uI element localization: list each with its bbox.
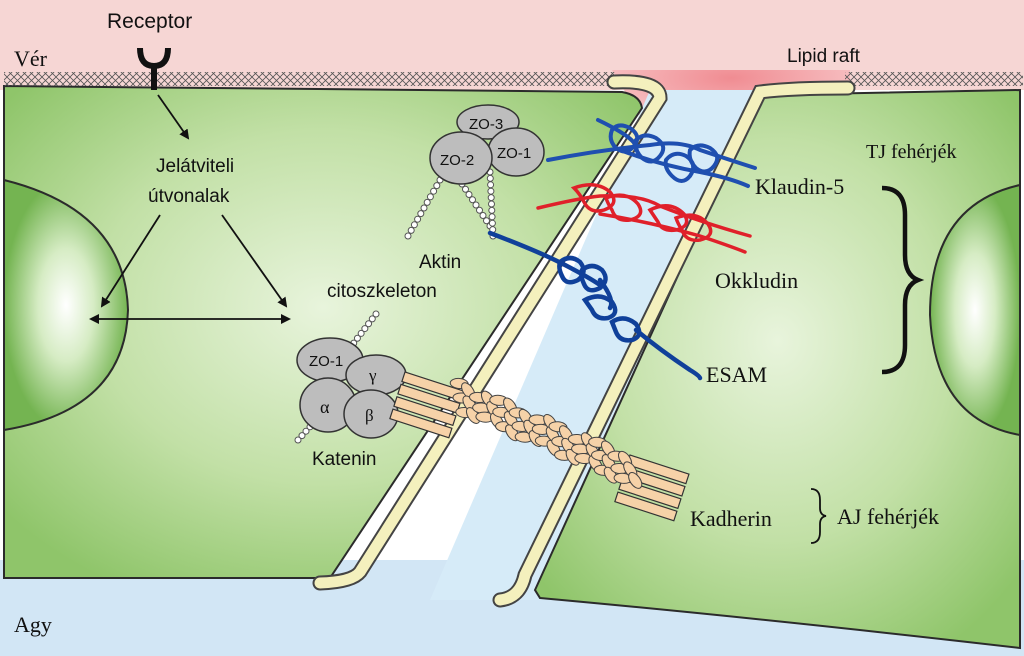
actin-bead [357, 329, 365, 337]
cadherin-domain [628, 472, 643, 489]
label-katenin: Katenin [312, 449, 376, 470]
actin-bead [372, 310, 380, 318]
okkludin-strands [536, 183, 752, 254]
actin-bead [294, 436, 302, 444]
label-kadherin: Kadherin [690, 506, 772, 531]
label-lipid-raft: Lipid raft [787, 46, 861, 67]
luminal-membrane-left [4, 72, 616, 86]
actin-bead [430, 187, 438, 195]
actin-bead [488, 213, 496, 221]
receptor-icon [137, 47, 171, 90]
label-zo2: ZO-2 [440, 152, 474, 169]
cadherin-domain [465, 407, 481, 424]
actin-bead [423, 198, 431, 206]
actin-bead [417, 210, 425, 218]
label-receptor: Receptor [107, 10, 192, 33]
cadherin-left-rods [389, 371, 465, 439]
label-zo3: ZO-3 [469, 116, 503, 133]
actin-bead [469, 196, 476, 204]
luminal-membrane-right [845, 72, 1023, 86]
actin-bead [488, 206, 496, 214]
label-tj-feherjek: TJ fehérjék [866, 141, 957, 163]
actin-bead [410, 221, 418, 229]
label-gamma: γ [368, 366, 377, 385]
right-nucleus [928, 183, 1021, 437]
actin-bead [476, 206, 483, 214]
actin-bead [353, 334, 361, 342]
actin-bead [462, 185, 469, 193]
label-agy: Agy [14, 612, 52, 637]
actin-bead [404, 232, 412, 240]
left-cell-membrane-fill [314, 76, 666, 589]
actin-bead [365, 320, 373, 328]
esam-strands [487, 230, 703, 381]
actin-bead [368, 315, 376, 323]
label-utvonalak: útvonalak [148, 186, 230, 207]
actin-bead [407, 226, 415, 234]
zo2-protein [429, 131, 493, 185]
label-beta: β [365, 406, 374, 425]
signal-arrow-right [221, 214, 288, 308]
right-cell-membrane-fill [494, 82, 854, 606]
actin-bead [433, 182, 441, 190]
label-zo1-top: ZO-1 [497, 145, 531, 162]
label-ver: Vér [14, 46, 48, 71]
actin-bead [414, 215, 422, 223]
left-nucleus [3, 178, 130, 432]
cadherin-chain [449, 377, 643, 489]
receptor-arrow [157, 94, 190, 140]
actin-bead [302, 427, 310, 435]
actin-bead [361, 325, 369, 333]
actin-bead [420, 204, 428, 212]
actin-bead [488, 200, 495, 208]
actin-bead [479, 212, 487, 219]
label-klaudin5: Klaudin-5 [755, 174, 844, 199]
signal-arrow-left [100, 214, 161, 308]
actin-bead [487, 181, 495, 189]
actin-bead [426, 193, 434, 201]
label-aktin: Aktin [419, 252, 461, 273]
actin-bead [465, 191, 473, 198]
actin-bead [487, 187, 495, 195]
actin-bead [488, 219, 496, 227]
aj-brace [810, 488, 827, 544]
intercellular-cleft [430, 90, 755, 600]
actin-bead [472, 201, 480, 209]
label-jelatviteli: Jelátviteli [156, 156, 234, 177]
label-okkludin: Okkludin [715, 268, 798, 293]
label-aj-feherjek: AJ fehérjék [837, 504, 939, 529]
tj-brace [881, 185, 925, 375]
actin-bead [487, 194, 495, 202]
label-alpha: α [320, 397, 330, 417]
actin-bead [298, 432, 306, 440]
actin-bead [486, 174, 494, 182]
actin-bead [483, 217, 490, 225]
klaudin5-strands [546, 118, 757, 188]
zo-protein-cluster [429, 104, 545, 185]
label-citoszkeleton: citoszkeleton [327, 281, 437, 302]
label-esam: ESAM [706, 362, 767, 387]
label-zo1-bottom: ZO-1 [309, 353, 343, 370]
